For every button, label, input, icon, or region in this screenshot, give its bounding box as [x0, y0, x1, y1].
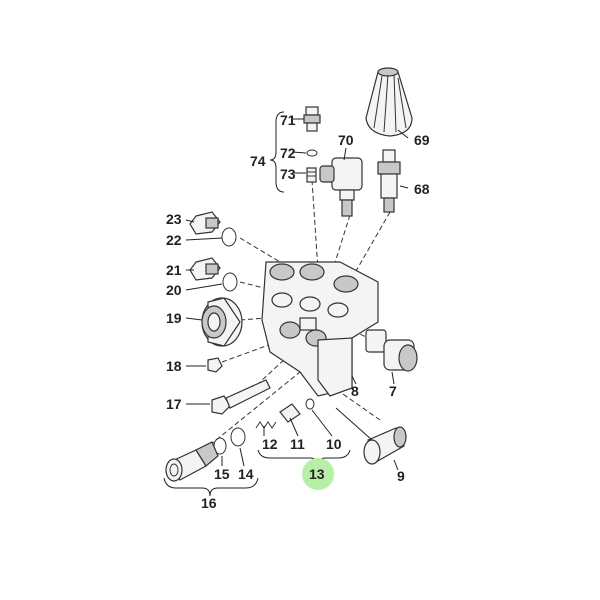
- callout-15[interactable]: 15: [214, 466, 230, 482]
- part-72-oring: [306, 149, 318, 157]
- callout-9[interactable]: 9: [397, 468, 405, 484]
- callout-71[interactable]: 71: [280, 112, 296, 128]
- callout-73[interactable]: 73: [280, 166, 296, 182]
- callout-68[interactable]: 68: [414, 181, 430, 197]
- callout-72[interactable]: 72: [280, 145, 296, 161]
- callout-74[interactable]: 74: [250, 153, 266, 169]
- part-68-valve: [377, 149, 401, 213]
- part-73-screw: [306, 167, 317, 183]
- part-21-plug: [189, 257, 221, 281]
- callout-21[interactable]: 21: [166, 262, 182, 278]
- part-8-block: [317, 337, 353, 397]
- part-20-oring: [222, 272, 238, 292]
- callout-13[interactable]: 13: [309, 466, 325, 482]
- callout-13-highlight: [302, 458, 334, 490]
- callout-14[interactable]: 14: [238, 466, 254, 482]
- callout-69[interactable]: 69: [414, 132, 430, 148]
- part-18-bolt: [207, 357, 223, 373]
- part-12-spring: [255, 421, 277, 429]
- callout-labels: 71 72 73 74 70 69 68 23 22 21 20 19 18 1…: [166, 112, 430, 511]
- callout-20[interactable]: 20: [166, 282, 182, 298]
- callout-11[interactable]: 11: [290, 436, 305, 452]
- part-16-outlet: [165, 441, 219, 482]
- callout-16[interactable]: 16: [201, 495, 217, 511]
- part-11-valve-body: [279, 403, 301, 423]
- part-70-pressure-switch: [319, 157, 363, 217]
- part-23-plug: [189, 211, 221, 235]
- callout-7[interactable]: 7: [389, 383, 397, 399]
- callout-19[interactable]: 19: [166, 310, 182, 326]
- part-69-knob: [365, 67, 413, 137]
- callout-22[interactable]: 22: [166, 232, 182, 248]
- part-19-seal: [201, 297, 243, 347]
- part-71-fitting: [303, 106, 321, 132]
- part-22-oring: [221, 227, 237, 247]
- part-10-oring: [305, 398, 315, 410]
- callout-70[interactable]: 70: [338, 132, 354, 148]
- callout-17[interactable]: 17: [166, 396, 182, 412]
- part-14-oring: [230, 427, 246, 447]
- part-9-coupler: [363, 426, 407, 465]
- callout-8[interactable]: 8: [351, 383, 359, 399]
- leader-lines: [163, 111, 409, 497]
- part-17-bolt: [211, 379, 271, 415]
- callout-23[interactable]: 23: [166, 211, 182, 227]
- callout-12[interactable]: 12: [262, 436, 278, 452]
- part-7-elbow: [365, 329, 418, 372]
- callout-18[interactable]: 18: [166, 358, 182, 374]
- callout-10[interactable]: 10: [326, 436, 342, 452]
